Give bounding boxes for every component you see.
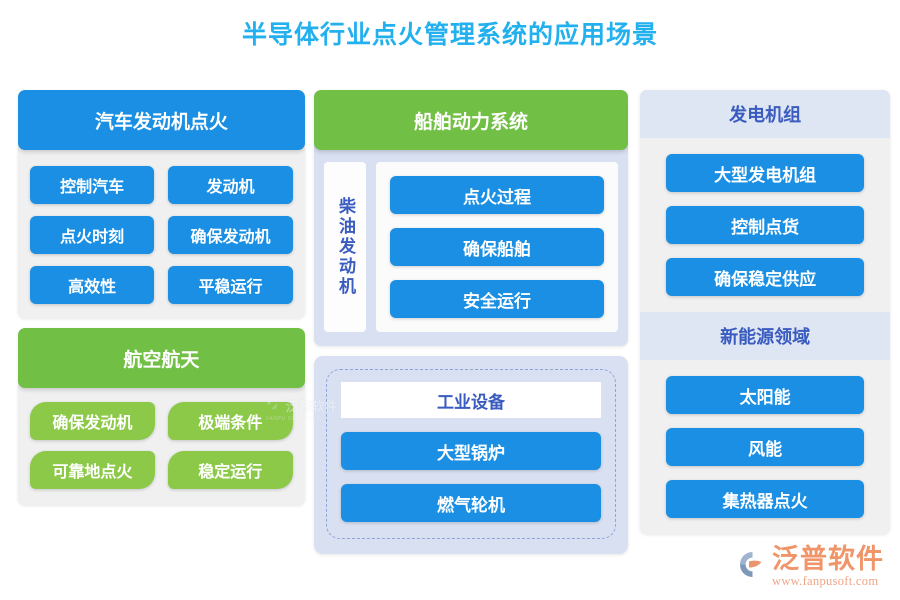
section-marine-power: 船舶动力系统 柴油发动机 点火过程 确保船舶 安全运行 [313,90,629,346]
chip-list-marine: 点火过程 确保船舶 安全运行 [375,162,619,332]
section-header-new-energy: 新能源领域 [640,312,890,360]
industrial-dashed-box: 工业设备 大型锅炉 燃气轮机 [325,369,617,539]
chip-item[interactable]: 大型发电机组 [666,154,864,192]
chip-item[interactable]: 安全运行 [389,280,605,318]
brand-url: www.fanpusoft.com [772,574,879,588]
section-aerospace: 航空航天 确保发动机 极端条件 可靠地点火 稳定运行 [18,328,305,505]
chip-item[interactable]: 可靠地点火 [30,451,155,489]
column-power-generation: 发电机组 大型发电机组 控制点货 确保稳定供应 新能源领域 太阳能 风能 集热器… [640,90,890,534]
chip-item[interactable]: 大型锅炉 [340,432,602,470]
chip-item[interactable]: 发动机 [168,166,293,204]
section-header-auto-ignition: 汽车发动机点火 [18,90,305,150]
section-header-industrial-equipment: 工业设备 [340,382,602,418]
chip-item[interactable]: 集热器点火 [666,480,864,518]
chip-item[interactable]: 燃气轮机 [340,484,602,522]
brand-text: 泛普软件 www.fanpusoft.com [772,544,884,589]
chip-item[interactable]: 确保稳定供应 [666,258,864,296]
section-industrial-equipment: 工业设备 大型锅炉 燃气轮机 [313,356,629,554]
marine-body: 柴油发动机 点火过程 确保船舶 安全运行 [314,150,629,346]
chip-item[interactable]: 稳定运行 [167,451,293,489]
section-auto-ignition: 汽车发动机点火 控制汽车 发动机 点火时刻 确保发动机 高效性 平稳运行 [18,90,305,318]
section-header-generator-set: 发电机组 [640,90,890,138]
diagram-columns: 汽车发动机点火 控制汽车 发动机 点火时刻 确保发动机 高效性 平稳运行 航空航… [18,90,890,556]
chip-item[interactable]: 点火时刻 [30,216,155,254]
chip-list-generator-set: 大型发电机组 控制点货 确保稳定供应 [640,138,890,312]
chip-list-new-energy: 太阳能 风能 集热器点火 [640,360,890,534]
chip-item[interactable]: 确保发动机 [168,216,293,254]
side-label-diesel-engine: 柴油发动机 [323,162,366,332]
page-title: 半导体行业点火管理系统的应用场景 [241,21,658,49]
brand-logo: 泛普软件 www.fanpusoft.com [735,545,884,588]
chip-item[interactable]: 高效性 [30,266,155,304]
column-automotive: 汽车发动机点火 控制汽车 发动机 点火时刻 确保发动机 高效性 平稳运行 航空航… [18,90,337,505]
power-card: 发电机组 大型发电机组 控制点货 确保稳定供应 新能源领域 太阳能 风能 集热器… [640,90,890,534]
brand-name: 泛普软件 [772,544,884,574]
chip-item[interactable]: 确保船舶 [389,228,605,266]
chip-item[interactable]: 太阳能 [666,376,864,414]
chip-item[interactable]: 点火过程 [389,176,605,214]
section-header-marine-power: 船舶动力系统 [313,90,629,150]
column-marine: 船舶动力系统 柴油发动机 点火过程 确保船舶 安全运行 工业设备 大型锅炉 燃气… [313,90,629,554]
fanpu-logo-icon [735,548,767,585]
chip-item[interactable]: 控制点货 [666,206,864,244]
chip-grid-aerospace: 确保发动机 极端条件 可靠地点火 稳定运行 [18,388,305,505]
section-header-aerospace: 航空航天 [18,328,305,388]
chip-item[interactable]: 风能 [666,428,864,466]
chip-grid-auto-ignition: 控制汽车 发动机 点火时刻 确保发动机 高效性 平稳运行 [18,150,305,318]
chip-item[interactable]: 极端条件 [167,402,293,440]
chip-item[interactable]: 确保发动机 [30,402,155,440]
chip-item[interactable]: 平稳运行 [168,266,293,304]
chip-item[interactable]: 控制汽车 [30,166,155,204]
